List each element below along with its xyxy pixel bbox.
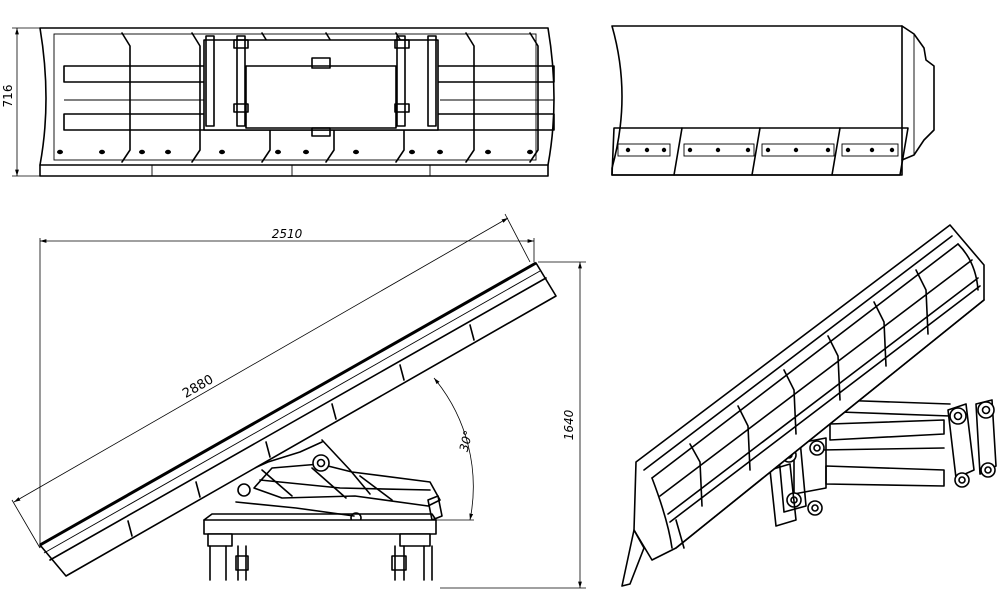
angle-dimension: 30° — [457, 429, 476, 453]
front-height-dimension: 716 — [1, 85, 15, 108]
plan-view: 2510 1640 2880 30° — [11, 213, 586, 589]
blade-length-dimension: 2880 — [180, 372, 216, 402]
isometric-view — [621, 224, 997, 587]
width-dimension: 2510 — [272, 227, 303, 241]
height-dimension: 1640 — [562, 409, 576, 440]
front-view: 716 — [1, 27, 555, 177]
rear-view — [611, 25, 935, 176]
